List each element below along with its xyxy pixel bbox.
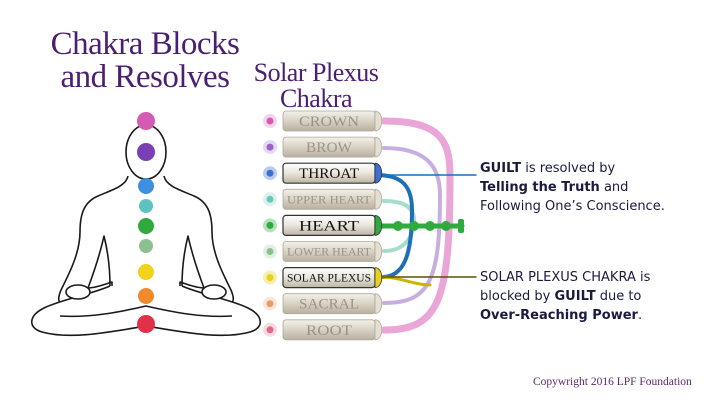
resolve-line2-bold: Telling the Truth: [480, 180, 600, 195]
chakra-dot-solar-plexus: [266, 274, 274, 282]
resolve-line1-bold: GUILT: [480, 161, 522, 176]
resolve-line1-rest: is resolved by: [521, 161, 616, 176]
chakra-tube-cap: [374, 293, 383, 315]
body-sacral-dot: [138, 288, 154, 304]
chakra-tube-cap: [374, 214, 383, 236]
chakra-dot-brow: [266, 143, 274, 151]
crown-root-arc: [380, 117, 454, 334]
block-line2-post: due to: [595, 289, 642, 304]
throat-solar-link: [374, 173, 415, 279]
block-line1: SOLAR PLEXUS CHAKRA is: [480, 270, 651, 285]
chakra-dot-heart: [266, 221, 274, 229]
subtitle-line-2: Chakra: [279, 84, 353, 113]
chakra-dot-root: [266, 326, 274, 334]
body-upper-heart-dot: [139, 199, 153, 213]
chakra-row-brow: BROW: [263, 136, 383, 158]
meditating-figure: [30, 124, 262, 337]
body-crown-dot: [137, 112, 155, 130]
chakra-label-sacral: SACRAL: [299, 297, 359, 313]
chakra-label-solar-plexus: SOLAR PLEXUS: [287, 271, 371, 285]
chakra-subtitle: Solar Plexus Chakra: [236, 60, 396, 112]
body-root-dot: [137, 315, 155, 333]
chakra-tube-cap: [374, 110, 383, 132]
chakra-label-crown: CROWN: [299, 114, 359, 130]
chakra-label-heart: HEART: [299, 218, 359, 234]
resolve-line2-rest: and: [599, 180, 629, 195]
chakra-tube-cap: [374, 319, 383, 341]
chakra-dot-upper-heart: [266, 195, 274, 203]
chakra-tube-cap: [374, 241, 383, 262]
block-line3-bold: Over-Reaching Power: [480, 308, 638, 323]
chakra-row-solar-plexus: SOLAR PLEXUS: [263, 267, 383, 289]
heart-bar-knots: [393, 219, 464, 233]
chakra-row-throat: THROAT: [263, 162, 383, 184]
chakra-dot-throat: [266, 169, 274, 177]
chakra-tube-cap: [374, 188, 383, 210]
chakra-row-upper-heart: UPPER HEART: [263, 188, 383, 210]
chakra-label-brow: BROW: [306, 140, 353, 156]
chakra-tube-cap: [374, 136, 383, 158]
brow-sacral-arc: [382, 146, 443, 305]
chakra-dot-lower-heart: [266, 248, 274, 255]
chakra-row-root: ROOT: [263, 319, 383, 341]
chakra-dot-crown: [266, 117, 274, 125]
body-heart-dot: [138, 218, 154, 234]
subtitle-line-1: Solar Plexus: [253, 58, 379, 87]
page-title: Chakra Blocks and Resolves: [40, 28, 250, 94]
chakra-row-heart: HEART: [263, 214, 383, 236]
chakra-tube-cap: [374, 267, 383, 289]
chakra-label-lower-heart: LOWER HEART: [287, 245, 372, 259]
chakra-label-upper-heart: UPPER HEART: [287, 192, 372, 206]
solar-guilt-link: [380, 275, 432, 287]
copyright-notice: Copywright 2016 LPF Foundation: [533, 376, 692, 388]
chakra-tube-list: CROWN BROW THROAT UPPER HEART HEART LOWER HEA…: [263, 110, 383, 341]
chakra-row-sacral: SACRAL: [263, 293, 383, 315]
body-brow-dot: [137, 143, 155, 161]
body-lower-heart-dot: [139, 239, 153, 253]
body-throat-dot: [138, 178, 154, 194]
block-line2-bold: GUILT: [554, 289, 596, 304]
body-solar-plexus-dot: [138, 264, 154, 280]
chakra-label-root: ROOT: [306, 323, 352, 339]
body-chakras: [137, 112, 155, 333]
title-line-2: and Resolves: [60, 59, 230, 95]
chakra-dot-sacral: [266, 300, 274, 308]
block-line2-pre: blocked by: [480, 289, 555, 304]
block-line3-post: .: [637, 308, 643, 323]
chakra-row-crown: CROWN: [263, 110, 383, 132]
guilt-resolve-note: GUILT is resolved by Telling the Truth a…: [480, 159, 665, 216]
guilt-block-note: SOLAR PLEXUS CHAKRA is blocked by GUILT …: [480, 268, 650, 325]
chakra-row-lower-heart: LOWER HEART: [263, 241, 383, 262]
chakra-label-throat: THROAT: [299, 166, 359, 182]
title-line-1: Chakra Blocks: [50, 26, 240, 62]
chakra-tube-cap: [374, 162, 383, 184]
upper-lower-heart-arc: [382, 199, 417, 253]
resolve-line3: Following One’s Conscience.: [480, 199, 665, 214]
